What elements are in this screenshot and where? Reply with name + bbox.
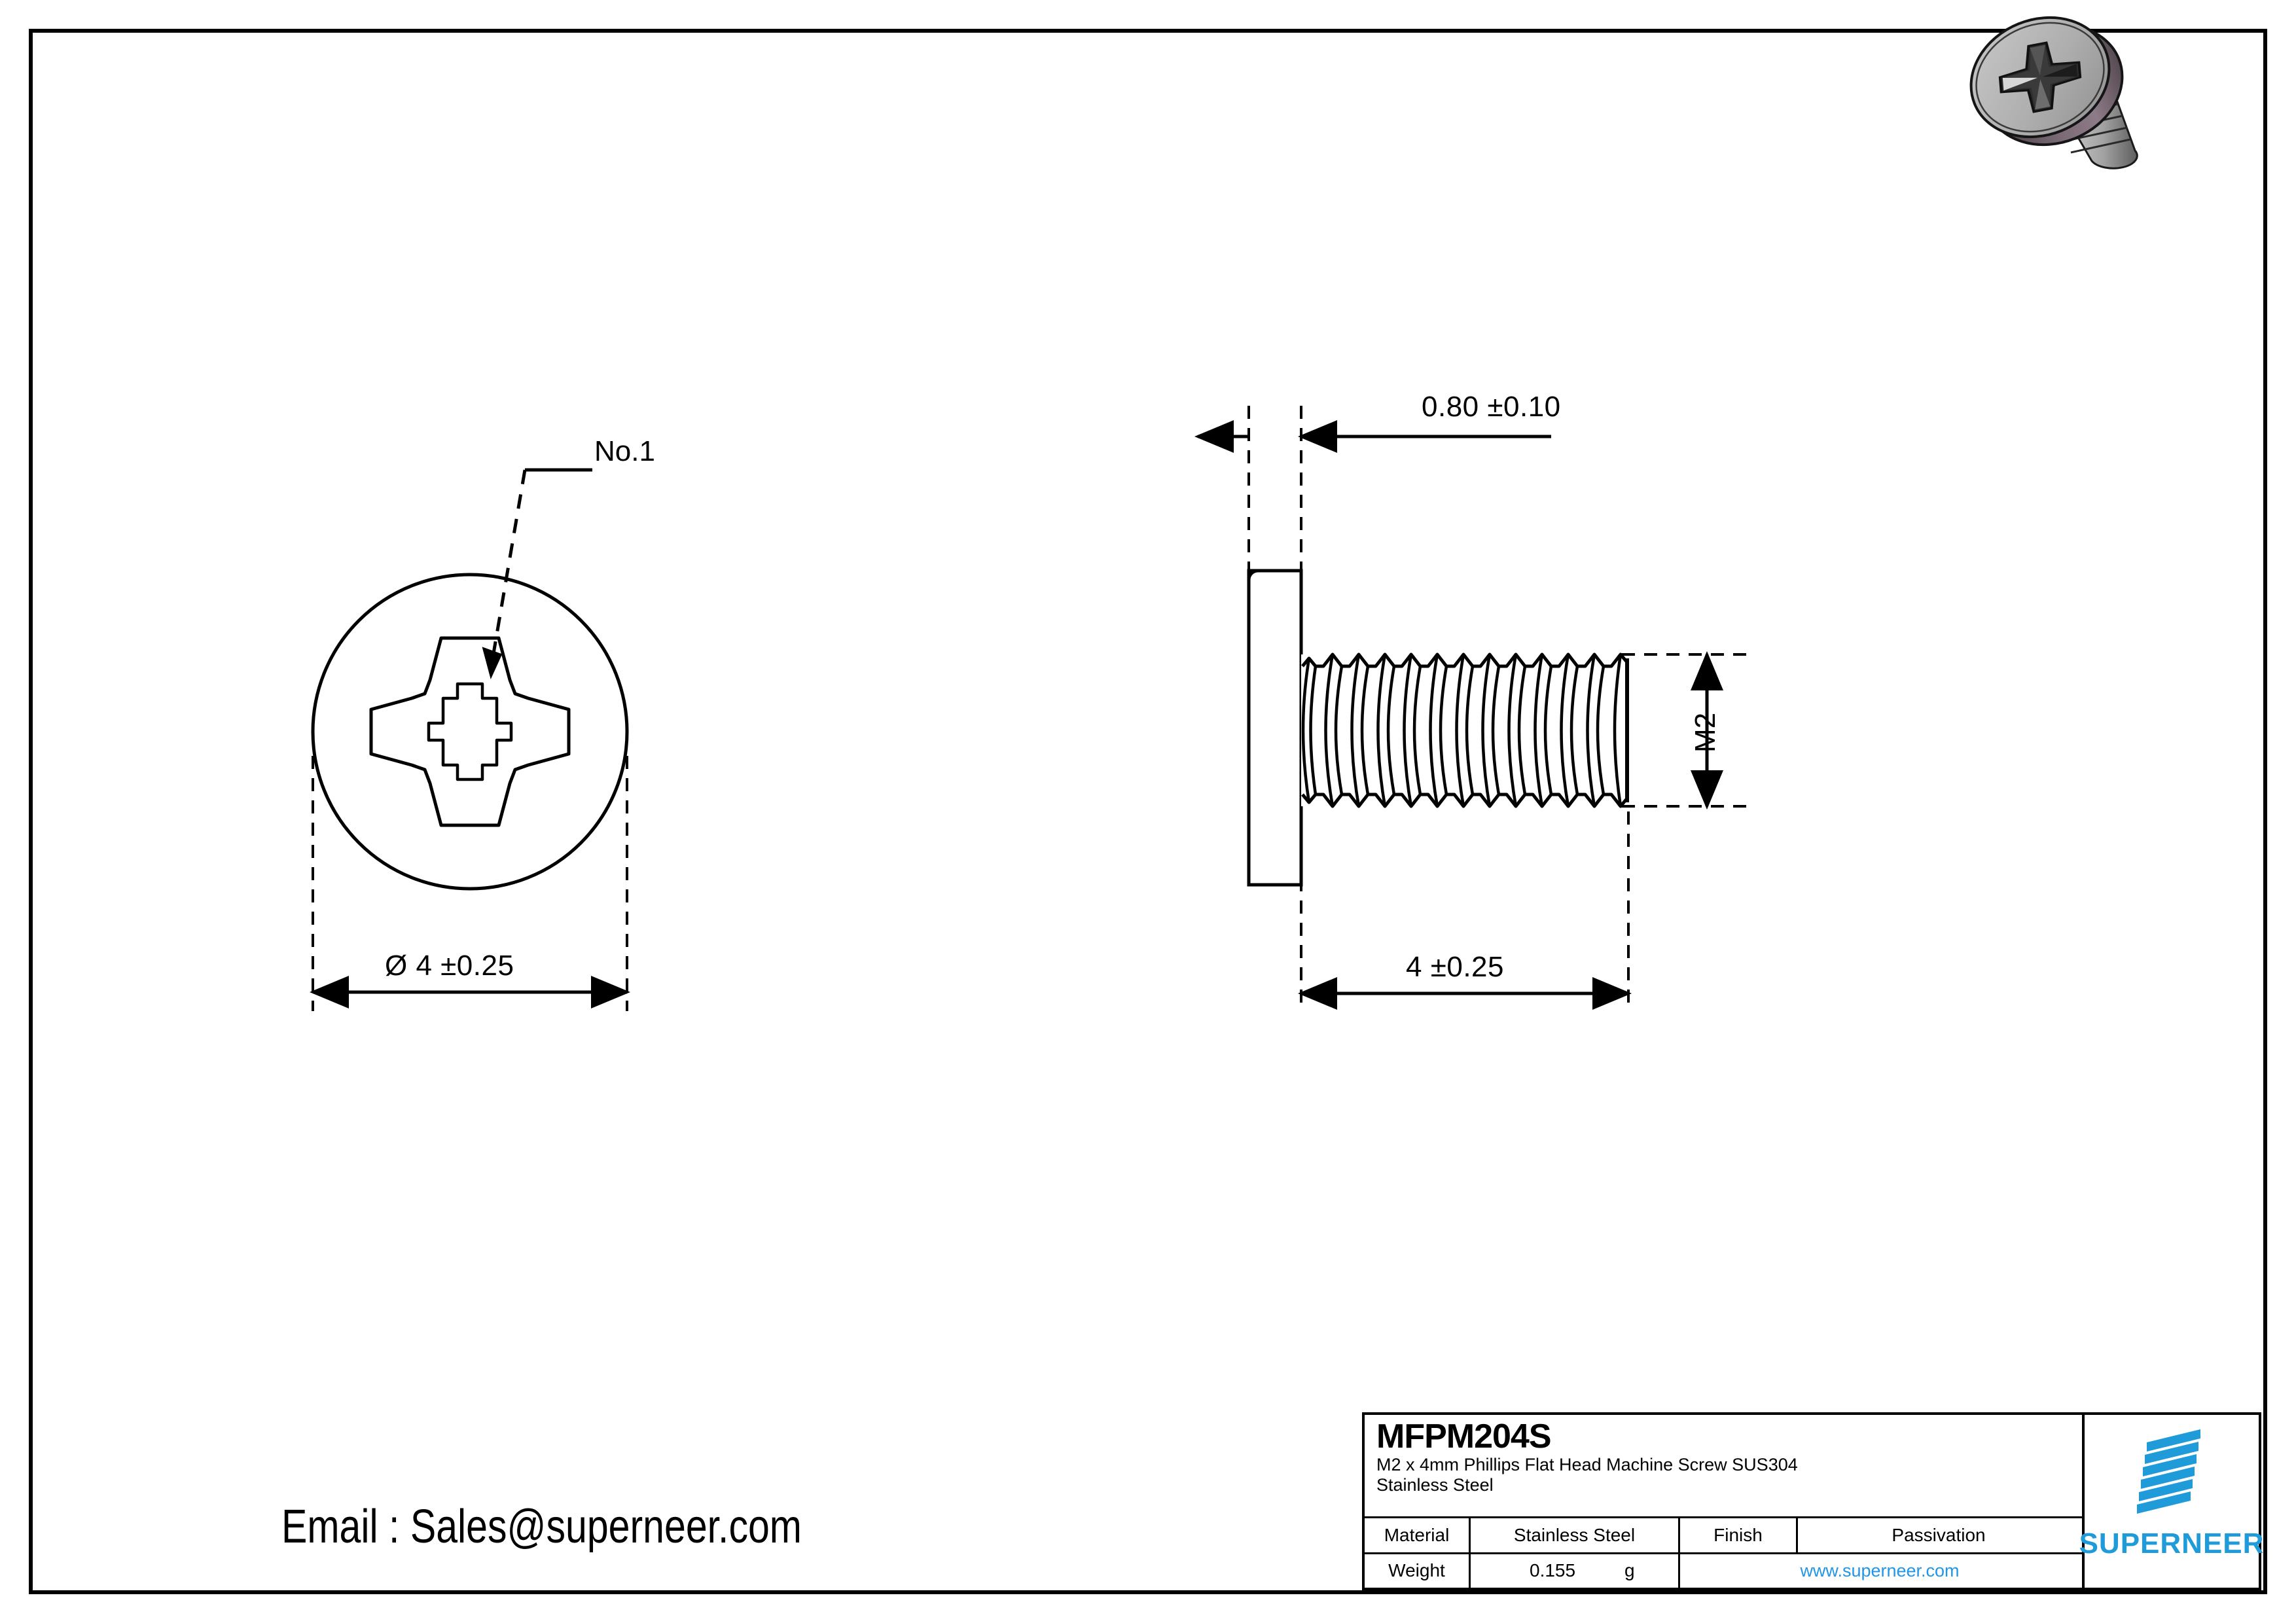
screw-head-profile [1247,569,1303,887]
finish-label: Finish [1680,1518,1798,1552]
side-view-thread-dimension-text: M2 [1689,712,1721,753]
material-value: Stainless Steel [1471,1518,1680,1552]
leader-arrowhead-no1 [482,647,503,679]
title-block-material-row: Material Stainless Steel Finish Passivat… [1365,1518,2082,1554]
contact-email: Email : Sales@superneer.com [281,1501,802,1553]
title-block-left: MFPM204S M2 x 4mm Phillips Flat Head Mac… [1365,1415,2085,1588]
company-logo: SUPERNEER [2079,1415,2263,1588]
title-block: MFPM204S M2 x 4mm Phillips Flat Head Mac… [1362,1412,2263,1590]
thread-helix-lines [1301,654,1623,807]
weight-label: Weight [1365,1554,1471,1588]
sheet-border [29,29,2267,1594]
website-cell[interactable]: www.superneer.com [1680,1554,2079,1588]
screw-3d-render [1969,16,2138,169]
part-description-line-1: M2 x 4mm Phillips Flat Head Machine Scre… [1376,1454,1798,1474]
leader-line-no1-diagonal [489,469,527,669]
render-phillips-recess [1998,41,2082,113]
title-block-weight-row: Weight 0.155 g www.superneer.com [1365,1554,2082,1588]
weight-value: 0.155 [1530,1560,1576,1581]
screw-head-fillet-top [1247,569,1259,580]
finish-value: Passivation [1892,1524,1986,1545]
top-view-recess-size-label: No.1 [594,435,655,467]
company-name: SUPERNEER [2079,1527,2265,1560]
side-view-head-height-dimension-text: 0.80 ±0.10 [1422,391,1561,423]
part-description-line-2: Stainless Steel [1376,1475,1494,1495]
phillips-inner-detail [427,682,513,781]
title-block-description-cell: MFPM204S M2 x 4mm Phillips Flat Head Mac… [1365,1415,2082,1518]
website-link[interactable]: www.superneer.com [1800,1560,1960,1580]
weight-value-cell: 0.155 g [1471,1554,1680,1588]
head-circle [311,573,629,891]
side-view [1194,406,1749,1011]
side-view-length-dimension-text: 4 ±0.25 [1406,951,1504,983]
top-view [310,468,630,1011]
part-number: MFPM204S [1376,1418,1552,1455]
weight-unit: g [1624,1560,1635,1581]
superneer-logo-icon [2137,1429,2200,1514]
top-view-diameter-dimension-text: Ø 4 ±0.25 [385,950,514,982]
shaft-body [1301,654,1628,806]
material-label: Material [1365,1518,1471,1552]
